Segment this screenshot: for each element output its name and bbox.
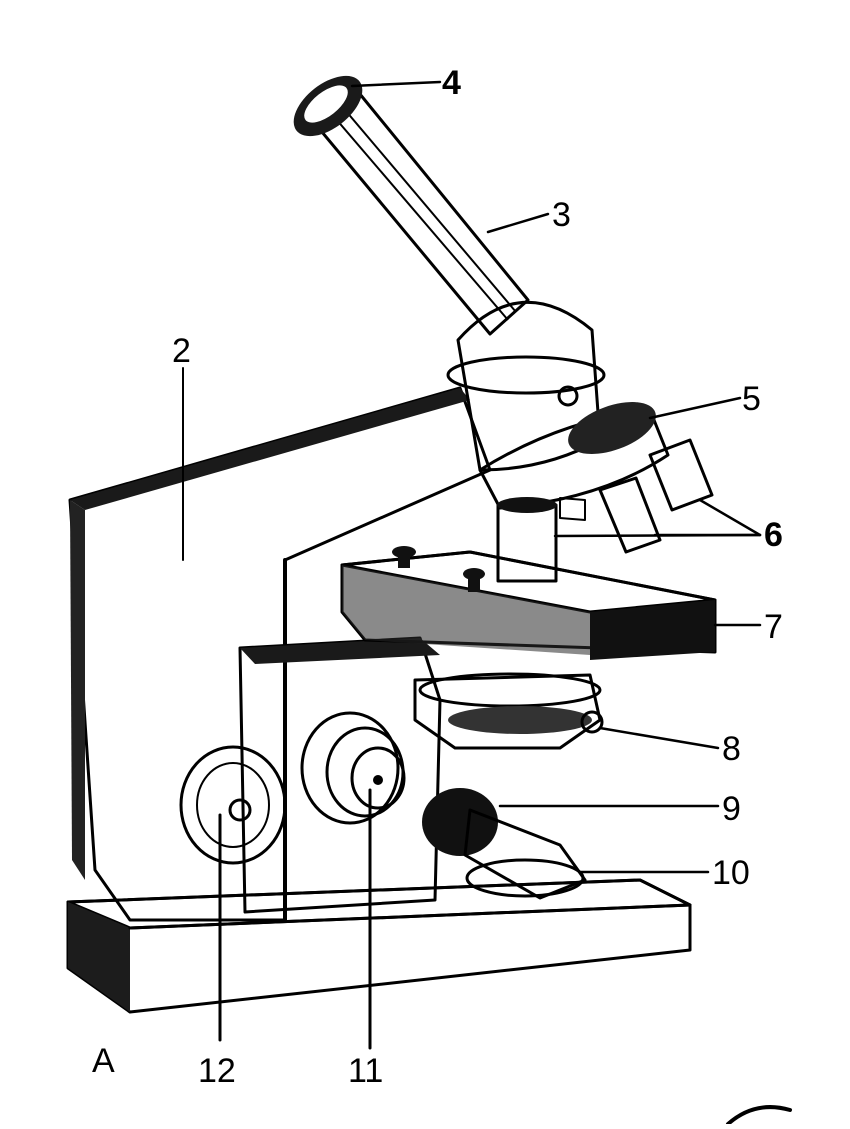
label-condenser: 8: [722, 730, 741, 768]
focus-housing: [238, 636, 442, 914]
label-objectives: 6: [764, 516, 783, 554]
part-labels: 2 3 4 5 6 7 8 9 10 11 12 A: [92, 64, 783, 1090]
eyepiece-tube: [310, 86, 530, 336]
label-tube: 3: [552, 196, 571, 234]
label-base: 10: [712, 854, 750, 892]
eyepiece: [293, 75, 363, 137]
label-eyepiece: 4: [442, 64, 461, 102]
condenser: [413, 672, 604, 750]
label-mirror: 9: [722, 790, 741, 828]
fine-focus-knob: [300, 711, 406, 825]
body-head: [446, 300, 606, 472]
label-stage: 7: [764, 608, 783, 646]
label-fine-focus: 11: [348, 1052, 383, 1090]
objectives: [496, 438, 714, 583]
leader-lines: [182, 80, 762, 1050]
cropped-mark: [726, 1105, 792, 1126]
microscope-base: [66, 878, 692, 1014]
label-revolver: 5: [742, 380, 761, 418]
coarse-focus-knob: [179, 745, 287, 865]
microscope-arm: [68, 386, 492, 922]
label-coarse-focus: 12: [198, 1052, 236, 1090]
stage-platform: [340, 546, 717, 660]
mirror: [422, 788, 587, 900]
label-arm: 2: [172, 332, 191, 370]
panel-letter: A: [92, 1042, 115, 1080]
